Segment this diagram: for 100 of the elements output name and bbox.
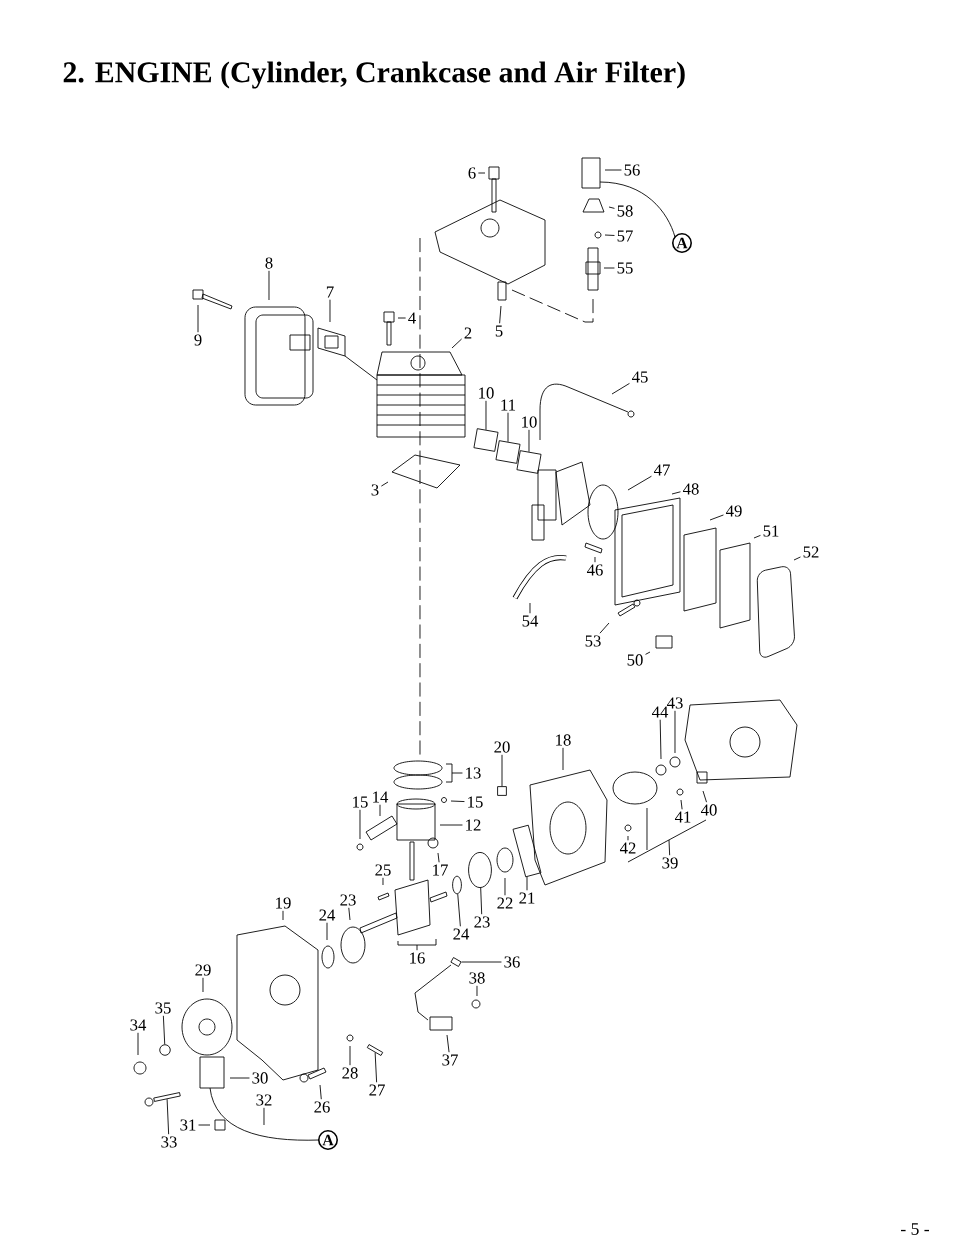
leader-line bbox=[480, 887, 483, 915]
leader-line bbox=[461, 961, 502, 963]
callout-number: 19 bbox=[276, 897, 291, 909]
leader-line bbox=[437, 852, 440, 863]
callout-number: 55 bbox=[617, 262, 633, 274]
callout-number: 29 bbox=[195, 964, 211, 976]
leader-line bbox=[445, 763, 463, 783]
callout-number: 50 bbox=[627, 654, 643, 666]
leader-line bbox=[627, 835, 629, 841]
leader-line bbox=[674, 710, 676, 754]
leader-line bbox=[529, 602, 531, 614]
callout-number: 36 bbox=[504, 956, 520, 968]
leader-line bbox=[326, 922, 328, 941]
leader-line bbox=[380, 481, 389, 487]
leader-line bbox=[229, 1077, 250, 1079]
leader-line bbox=[671, 491, 681, 495]
callout-number: 14 bbox=[373, 791, 389, 803]
callout-number: 10 bbox=[479, 387, 494, 399]
leader-line bbox=[562, 747, 564, 771]
callout-number: 24 bbox=[453, 928, 470, 940]
gasket bbox=[473, 428, 499, 452]
leader-line bbox=[446, 1034, 450, 1053]
callout-number: 54 bbox=[522, 615, 539, 627]
callout-number: 49 bbox=[726, 505, 742, 517]
leader-line bbox=[659, 719, 662, 760]
callout-number: 17 bbox=[433, 864, 448, 876]
callout-number: 15 bbox=[353, 796, 368, 808]
leader-line bbox=[611, 382, 630, 395]
leader-line bbox=[603, 267, 615, 269]
leader-line bbox=[379, 804, 381, 817]
callout-number: 13 bbox=[466, 767, 481, 779]
leader-line bbox=[382, 877, 384, 886]
callout-number: 41 bbox=[675, 811, 691, 823]
callout-number: 42 bbox=[620, 842, 636, 854]
callout-number: 3 bbox=[371, 484, 379, 496]
callout-number: 28 bbox=[342, 1067, 358, 1079]
leader-line bbox=[608, 206, 615, 209]
callout-number: 20 bbox=[494, 741, 510, 753]
callout-number: 6 bbox=[468, 167, 476, 179]
leader-line bbox=[604, 169, 622, 171]
callout-number: 46 bbox=[587, 564, 603, 576]
callout-number: 26 bbox=[314, 1101, 330, 1113]
screw bbox=[366, 1044, 384, 1056]
leader-line bbox=[709, 514, 724, 521]
callout-number: 45 bbox=[632, 371, 648, 383]
callout-number: 25 bbox=[375, 864, 391, 876]
callout-number: 15 bbox=[468, 796, 483, 808]
washer bbox=[159, 1044, 171, 1056]
bearing bbox=[468, 852, 492, 889]
leader-line bbox=[202, 977, 204, 993]
washer bbox=[452, 875, 462, 895]
leader-line bbox=[451, 338, 463, 349]
leader-line bbox=[477, 172, 486, 174]
callout-number: 21 bbox=[519, 892, 535, 904]
callout-number: 39 bbox=[662, 857, 678, 869]
callout-number: 23 bbox=[474, 916, 490, 928]
gasket bbox=[512, 824, 542, 878]
circled-letter: A bbox=[318, 1130, 338, 1150]
leader-line bbox=[348, 907, 351, 921]
callout-number: 40 bbox=[701, 804, 717, 816]
leader-line bbox=[507, 412, 509, 443]
leader-line bbox=[604, 234, 615, 236]
leader-line bbox=[499, 305, 502, 324]
bolt bbox=[153, 1092, 181, 1102]
leader-line bbox=[374, 1052, 378, 1083]
callout-number: 33 bbox=[161, 1136, 177, 1148]
wire-connector bbox=[450, 957, 462, 967]
callout-number: 11 bbox=[501, 399, 516, 411]
callout-number: 4 bbox=[408, 312, 416, 324]
leader-line bbox=[439, 824, 463, 826]
leader-line bbox=[319, 1084, 322, 1100]
callout-number: 35 bbox=[155, 1002, 171, 1014]
leader-line bbox=[501, 754, 503, 787]
callout-number: 57 bbox=[617, 230, 633, 242]
leader-line bbox=[397, 938, 437, 951]
leader-line bbox=[476, 985, 478, 997]
leader-line bbox=[450, 800, 465, 802]
callout-number: 31 bbox=[180, 1119, 196, 1131]
callout-number: 32 bbox=[256, 1094, 272, 1106]
leader-line bbox=[162, 1015, 166, 1045]
leader-line bbox=[594, 556, 596, 563]
leader-line bbox=[197, 304, 199, 333]
callout-number: 53 bbox=[585, 635, 601, 647]
dowel-pin bbox=[497, 786, 507, 796]
callout-number: 38 bbox=[469, 972, 485, 984]
callout-number: 7 bbox=[326, 286, 334, 298]
leader-line bbox=[627, 475, 652, 491]
leader-line bbox=[485, 400, 487, 431]
callout-number: 27 bbox=[369, 1084, 385, 1096]
leader-line bbox=[599, 622, 610, 634]
leader-line bbox=[137, 1032, 139, 1056]
leader-line bbox=[198, 1124, 211, 1126]
callout-number: 22 bbox=[497, 897, 513, 909]
leader-line bbox=[753, 534, 761, 539]
circled-letter: A bbox=[672, 233, 692, 253]
leader-line bbox=[329, 299, 331, 323]
title: 2. ENGINE (Cylinder, Crankcase and Air Filter) bbox=[63, 61, 685, 89]
leader-line bbox=[457, 893, 461, 927]
callout-number: 56 bbox=[624, 164, 640, 176]
leader-line bbox=[263, 1107, 265, 1126]
